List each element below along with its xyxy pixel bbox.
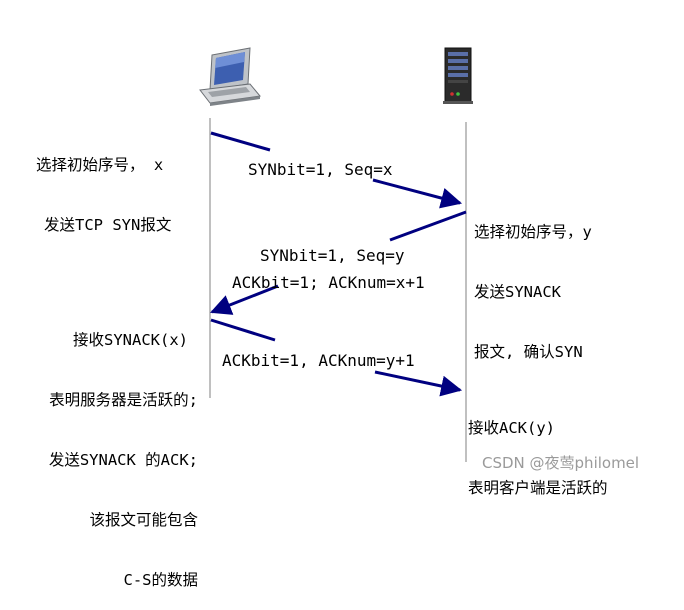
client-syn-note-line: 发送TCP SYN报文: [44, 216, 172, 234]
synack-message-label-line2: ACKbit=1; ACKnum=x+1: [232, 273, 425, 292]
syn-arrow-head: [372, 178, 463, 209]
client-syn-note: 选择初始序号， x 发送TCP SYN报文: [36, 115, 171, 255]
server-note-line: 报文, 确认SYN: [474, 343, 583, 361]
watermark: CSDN @夜莺philomel: [482, 454, 640, 472]
server-ack-recv-note: 接收ACK(y) 表明客户端是活跃的: [468, 378, 608, 518]
client-recv-note-line: 接收SYNACK(x): [73, 331, 188, 349]
server-note-line: 发送SYNACK: [474, 283, 561, 301]
client-recv-note-line: 发送SYNACK 的ACK;: [48, 451, 198, 469]
handshake-diagram: [199, 47, 473, 462]
synack-message-label-line1: SYNbit=1, Seq=y: [260, 246, 405, 265]
desktop-computer-icon: [199, 47, 261, 106]
ack-message-label: ACKbit=1, ACKnum=y+1: [222, 351, 415, 370]
client-recv-note-line: 该报文可能包含: [89, 511, 198, 529]
client-synack-recv-note: 接收SYNACK(x) 表明服务器是活跃的; 发送SYNACK 的ACK; 该报…: [0, 290, 198, 610]
synack-arrow-tail: [389, 210, 467, 242]
client-recv-note-line: C-S的数据: [123, 571, 199, 589]
synack-arrow-head: [210, 284, 279, 315]
ack-arrow-tail: [210, 318, 276, 342]
server-ack-note-line: 表明客户端是活跃的: [468, 479, 608, 497]
server-synack-note: 选择初始序号，y 发送SYNACK 报文, 确认SYN: [474, 182, 592, 382]
server-tower-icon: [443, 47, 473, 104]
syn-message-label: SYNbit=1, Seq=x: [248, 160, 393, 179]
ack-arrow-head: [374, 370, 463, 397]
client-syn-note-line: 选择初始序号， x: [36, 156, 164, 174]
server-note-line: 选择初始序号，y: [474, 223, 592, 241]
client-recv-note-line: 表明服务器是活跃的;: [49, 391, 198, 409]
syn-arrow-tail: [210, 131, 271, 152]
server-ack-note-line: 接收ACK(y): [468, 419, 555, 437]
